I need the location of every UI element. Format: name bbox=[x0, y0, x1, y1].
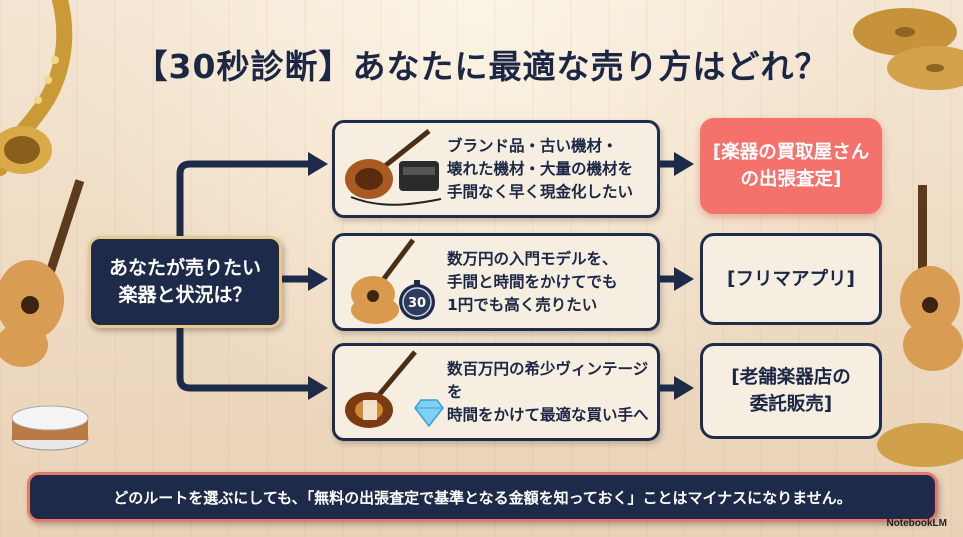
situation-line: ブランド品・古い機材・ bbox=[447, 136, 618, 155]
result-card-2: [フリマアプリ] bbox=[700, 233, 882, 325]
acoustic-guitar-stopwatch-icon: 30 bbox=[351, 238, 435, 324]
arrowhead-icon bbox=[674, 376, 694, 400]
question-line: あなたが売りたい bbox=[108, 257, 261, 279]
situation-card-3: 数百万円の希少ヴィンテージを 時間をかけて最適な買い手へ bbox=[332, 343, 660, 441]
result-line: 委託販売] bbox=[749, 394, 833, 415]
situation-line: 手間と時間をかけてでも bbox=[447, 272, 618, 291]
situation-line: 時間をかけて最適な買い手へ bbox=[447, 405, 649, 424]
footer-banner: どのルートを選ぶにしても、「無料の出張査定で基準となる金額を知っておく」ことはマ… bbox=[27, 472, 938, 522]
saxophone-icon bbox=[0, 0, 73, 176]
connector-route-1 bbox=[176, 160, 314, 240]
result-card-1: [楽器の買取屋さん の出張査定] bbox=[700, 118, 882, 214]
brand-logo: NotebookLM bbox=[886, 518, 947, 529]
question-box: あなたが売りたい 楽器と状況は？ bbox=[88, 236, 282, 328]
arrowhead-icon bbox=[308, 152, 328, 176]
result-line: [楽器の買取屋さん bbox=[712, 142, 870, 163]
situation-line: 壊れた機材・大量の機材を bbox=[447, 159, 634, 178]
arrowhead-icon bbox=[308, 376, 328, 400]
guitar-gear-icon bbox=[345, 129, 442, 206]
arrowhead-icon bbox=[674, 267, 694, 291]
cymbal-bottom-right-icon bbox=[877, 423, 963, 467]
vintage-guitar-diamond-icon bbox=[345, 350, 444, 428]
situation-card-1: ブランド品・古い機材・ 壊れた機材・大量の機材を 手間なく早く現金化したい bbox=[332, 120, 660, 218]
arrowhead-icon bbox=[308, 267, 328, 291]
flow-arrowheads bbox=[308, 152, 694, 400]
situation-line: 1円でも高く売りたい bbox=[447, 295, 598, 314]
snare-drum-icon bbox=[11, 405, 89, 451]
arrowhead-icon bbox=[674, 152, 694, 176]
connector-route-3 bbox=[176, 318, 314, 392]
situation-line: 手間なく早く現金化したい bbox=[447, 182, 634, 201]
acoustic-guitar-right-icon bbox=[900, 185, 963, 371]
acoustic-guitar-left-icon bbox=[0, 179, 85, 367]
situation-card-2: 30 数万円の入門モデルを、 手間と時間をかけてでも 1円でも高く売りたい bbox=[332, 233, 660, 331]
question-line: 楽器と状況は？ bbox=[118, 284, 252, 306]
footer-text: どのルートを選ぶにしても、「無料の出張査定で基準となる金額を知っておく」ことはマ… bbox=[113, 488, 852, 507]
stopwatch-label: 30 bbox=[408, 296, 426, 311]
result-line: [フリマアプリ] bbox=[727, 268, 855, 290]
result-card-3: [老舗楽器店の 委託販売] bbox=[700, 343, 882, 439]
situation-line: 数百万円の希少ヴィンテージを bbox=[447, 359, 649, 401]
result-line: の出張査定] bbox=[740, 169, 842, 190]
cymbals-icon bbox=[853, 8, 963, 90]
brand-name: NotebookLM bbox=[886, 518, 947, 529]
result-line: [老舗楽器店の bbox=[731, 367, 851, 388]
page-title: 【30秒診断】あなたに最適な売り方はどれ？ bbox=[134, 47, 829, 86]
situation-line: 数万円の入門モデルを、 bbox=[447, 249, 618, 268]
